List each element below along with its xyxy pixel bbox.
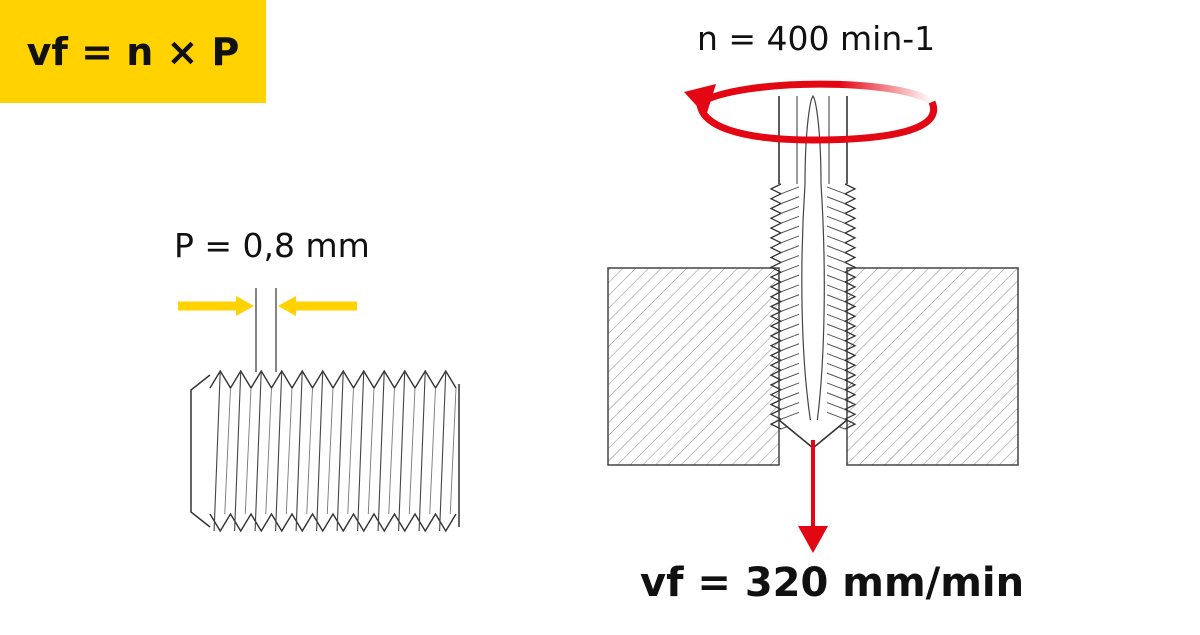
pitch-arrow-right-icon — [278, 296, 357, 316]
pitch-label: P = 0,8 mm — [174, 226, 370, 265]
spindle-speed-label: n = 400 min-1 — [697, 19, 936, 58]
workpiece-left — [607, 267, 780, 466]
formula-text: vf = n × P — [26, 29, 240, 74]
thread-flanks — [213, 370, 457, 532]
tap-thread-profile — [769, 183, 857, 430]
tap-tool — [769, 94, 857, 450]
thread-bolt — [190, 369, 460, 533]
rotation-arrowhead — [684, 84, 716, 116]
workpiece-right — [846, 267, 1019, 466]
rotation-arrow-icon — [696, 99, 938, 144]
bolt-chamfer — [190, 374, 211, 528]
feed-rate-label: vf = 320 mm/min — [640, 560, 1025, 606]
rotation-arrow-back — [698, 80, 935, 107]
feed-arrow-down-icon — [798, 440, 828, 553]
pitch-arrow-left-icon — [178, 296, 254, 316]
formula-box: vf = n × P — [0, 0, 266, 103]
workpiece — [607, 267, 1019, 466]
